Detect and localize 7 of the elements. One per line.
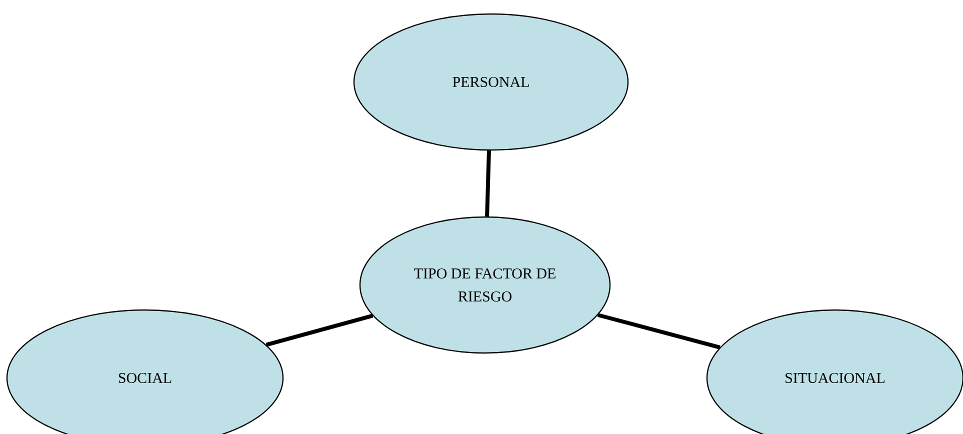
ellipse-node: PERSONAL [353,13,629,151]
connector-line [597,313,720,350]
connector-line [485,150,491,216]
ellipse-node: SOCIAL [6,309,284,434]
connector-line [266,314,374,347]
ellipse-node: SITUACIONAL [706,309,963,434]
ellipse-node: TIPO DE FACTOR DE RIESGO [359,216,611,354]
